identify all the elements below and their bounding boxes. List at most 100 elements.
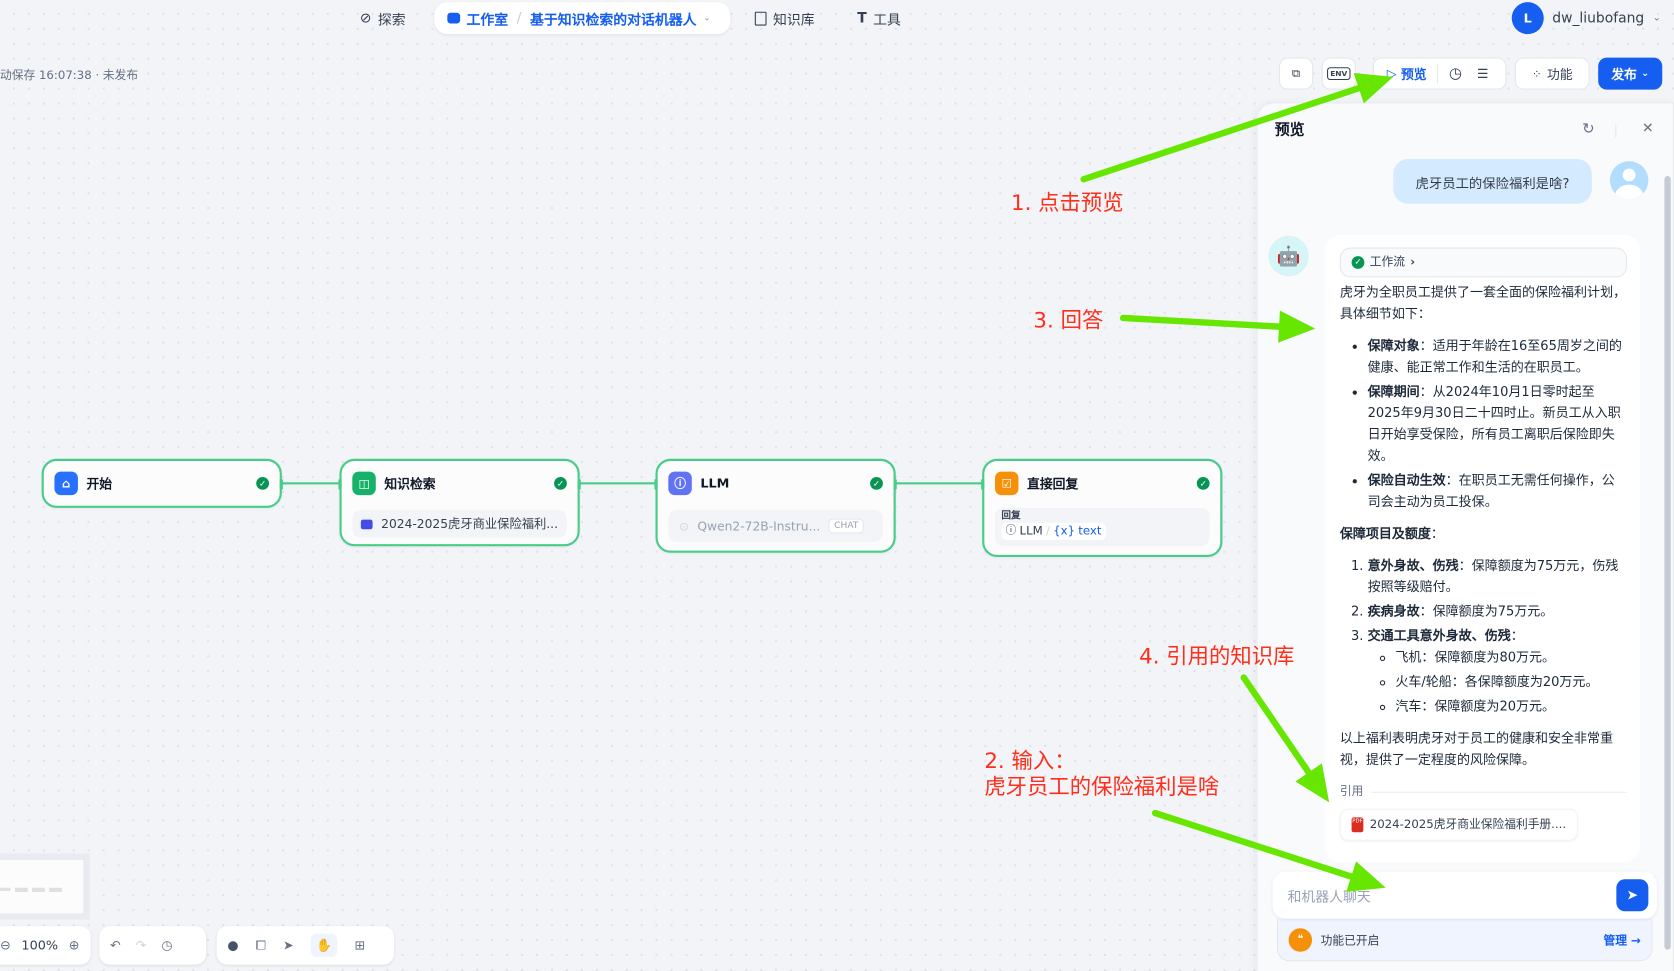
checklist-icon[interactable]: ☰ xyxy=(1476,66,1489,82)
zoom-controls: ⊖ 100% ⊕ xyxy=(0,926,91,965)
refresh-icon[interactable]: ↻ xyxy=(1582,120,1595,138)
run-history-icon[interactable]: ◷ xyxy=(1449,65,1463,83)
chat-input[interactable]: 和机器人聊天 ➤ xyxy=(1272,871,1657,919)
add-node-icon[interactable]: ● xyxy=(227,937,239,953)
redo-icon[interactable]: ↷ xyxy=(135,937,147,953)
success-check-icon: ✓ xyxy=(1196,476,1210,490)
organize-icon[interactable]: ⊞ xyxy=(354,937,366,953)
citation-header: 引用 xyxy=(1339,781,1628,802)
conversation-vars-button[interactable]: ⧉ xyxy=(1278,57,1314,90)
source-handle[interactable] xyxy=(577,479,581,490)
item-text: ： xyxy=(1510,628,1524,644)
nav-tools-label: 工具 xyxy=(873,12,901,29)
nav-explore[interactable]: ⊘ 探索 xyxy=(360,4,406,32)
edge-llm-answer xyxy=(895,482,984,485)
citation-filename: 2024-2025虎牙商业保险福利手册.... xyxy=(1369,817,1567,832)
citation-label: 引用 xyxy=(1339,784,1364,799)
env-button[interactable]: ENV xyxy=(1321,57,1356,90)
feature-icon: ❝ xyxy=(1288,927,1313,952)
node-header: ⌂ 开始 xyxy=(54,471,113,496)
app-name: 基于知识检索的对话机器人 xyxy=(529,12,697,29)
workflow-process-toggle[interactable]: ✓ 工作流 › xyxy=(1339,247,1628,278)
node-direct-answer[interactable]: ☑ 直接回复 ✓ 回复 ⓘ LLM / {x} text xyxy=(981,458,1223,557)
var-separator: / xyxy=(1045,523,1050,538)
user-menu[interactable]: L dw_liubofang ⌄ xyxy=(1511,2,1661,35)
node-knowledge-retrieval[interactable]: ◫ 知识检索 ✓ 2024-2025虎牙商业保险福利... xyxy=(338,458,581,547)
bullet-term: 保障期间 xyxy=(1367,384,1420,400)
divider xyxy=(1371,791,1628,793)
manage-label: 管理 xyxy=(1603,933,1627,947)
pdf-file-icon: PDF xyxy=(1351,817,1364,833)
chevron-down-icon[interactable]: ⌄ xyxy=(702,12,711,24)
source-handle[interactable] xyxy=(893,479,897,490)
coverage-list: 意外身故、伤残：保障额度为75万元，伤残按照等级赔付。 疾病身故：保障额度为75… xyxy=(1340,555,1627,717)
answer-config: 回复 ⓘ LLM / {x} text xyxy=(995,507,1210,547)
manage-link[interactable]: 管理 → xyxy=(1603,933,1641,947)
play-icon: ▷ xyxy=(1386,66,1397,82)
citation-chip[interactable]: PDF 2024-2025虎牙商业保险福利手册.... xyxy=(1339,808,1578,841)
list-item: 保障对象：适用于年龄在16至65周岁之间的健康、能正常工作和生活的在职员工。 xyxy=(1368,335,1627,378)
preview-group: ▷ 预览 ◷ ☰ xyxy=(1372,57,1507,90)
chevron-right-icon: › xyxy=(1410,255,1416,269)
nav-tools[interactable]: T 工具 xyxy=(857,4,901,32)
list-item: 疾病身故：保障额度为75万元。 xyxy=(1368,601,1627,622)
top-nav: ⊘ 探索 工作室 / 基于知识检索的对话机器人 ⌄ 知识库 T 工具 L dw_… xyxy=(0,0,1674,36)
source-handle[interactable] xyxy=(279,479,283,490)
book-open-icon: ◫ xyxy=(352,471,376,496)
nav-studio[interactable]: 工作室 / 基于知识检索的对话机器人 ⌄ xyxy=(434,2,731,35)
model-selector: ⊙ Qwen2-72B-Instru... CHAT xyxy=(668,510,883,543)
chat-input-placeholder: 和机器人聊天 xyxy=(1287,889,1371,906)
zoom-out-icon[interactable]: ⊖ xyxy=(0,937,11,953)
features-label: 功能 xyxy=(1547,66,1573,82)
target-handle[interactable] xyxy=(981,479,985,490)
answer-conclusion: 以上福利表明虎牙对于员工的健康和安全非常重视，提供了一定程度的风险保障。 xyxy=(1339,730,1614,768)
panel-scrollbar[interactable] xyxy=(1664,176,1671,950)
send-icon: ➤ xyxy=(1626,887,1639,904)
username: dw_liubofang xyxy=(1552,10,1645,27)
target-handle[interactable] xyxy=(338,479,342,490)
minimap-viewport[interactable] xyxy=(0,860,84,914)
book-icon xyxy=(754,11,767,26)
robot-icon xyxy=(447,12,461,24)
llm-icon: ⓘ xyxy=(668,471,692,496)
preview-button[interactable]: ▷ 预览 xyxy=(1374,64,1439,84)
bullet-text: ：适用于年龄在16至65周岁之间的健康、能正常工作和生活的在职员工。 xyxy=(1367,338,1622,375)
node-title: LLM xyxy=(700,475,730,491)
close-icon[interactable]: ✕ xyxy=(1641,120,1654,137)
node-start[interactable]: ⌂ 开始 ✓ xyxy=(41,458,283,508)
sub-list: 飞机：保障额度为80万元。 火车/轮船：各保障额度为20万元。 汽车：保障额度为… xyxy=(1368,647,1627,717)
var-node-name: LLM xyxy=(1019,523,1043,538)
target-handle[interactable] xyxy=(654,479,658,490)
send-button[interactable]: ➤ xyxy=(1616,879,1649,912)
add-note-icon[interactable]: ⧠ xyxy=(255,937,266,953)
node-title: 开始 xyxy=(86,476,113,492)
bot-answer: ✓ 工作流 › 虎牙为全职员工提供了一套全面的保险福利计划，具体细节如下： 保障… xyxy=(1324,234,1640,863)
home-icon: ⌂ xyxy=(54,471,78,496)
bullet-term: 保险自动生效 xyxy=(1367,472,1446,488)
sub-list-item: 火车/轮船：各保障额度为20万元。 xyxy=(1395,671,1627,692)
section-title: 保障项目及额度 xyxy=(1339,526,1431,541)
list-item: 交通工具意外身故、伤残： 飞机：保障额度为80万元。 火车/轮船：各保障额度为2… xyxy=(1368,625,1627,717)
edge-knowledge-llm xyxy=(579,482,657,485)
pointer-icon[interactable]: ➤ xyxy=(283,937,294,953)
section-colon: ： xyxy=(1430,526,1444,541)
hand-icon[interactable]: ✋ xyxy=(310,933,338,958)
hammer-icon: T xyxy=(857,10,867,27)
item-text: ：保障额度为75万元，伤残按照等级赔付。 xyxy=(1367,558,1619,595)
zoom-in-icon[interactable]: ⊕ xyxy=(68,937,80,953)
undo-icon[interactable]: ↶ xyxy=(109,937,121,953)
success-check-icon: ✓ xyxy=(1351,256,1365,269)
dataset-item: 2024-2025虎牙商业保险福利... xyxy=(352,510,567,538)
nav-knowledge[interactable]: 知识库 xyxy=(754,4,815,32)
features-button[interactable]: ⁘ 功能 xyxy=(1514,57,1590,90)
publish-button[interactable]: 发布 ⌄ xyxy=(1598,57,1663,90)
folder-icon xyxy=(360,519,373,529)
node-header: ⓘ LLM xyxy=(668,471,730,496)
node-title: 知识检索 xyxy=(384,476,436,492)
history-icon[interactable]: ◷ xyxy=(161,937,173,953)
minimap[interactable] xyxy=(0,853,90,920)
edge-start-knowledge xyxy=(281,482,341,485)
zoom-level[interactable]: 100% xyxy=(21,937,59,953)
node-llm[interactable]: ⓘ LLM ✓ ⊙ Qwen2-72B-Instru... CHAT xyxy=(654,458,897,553)
